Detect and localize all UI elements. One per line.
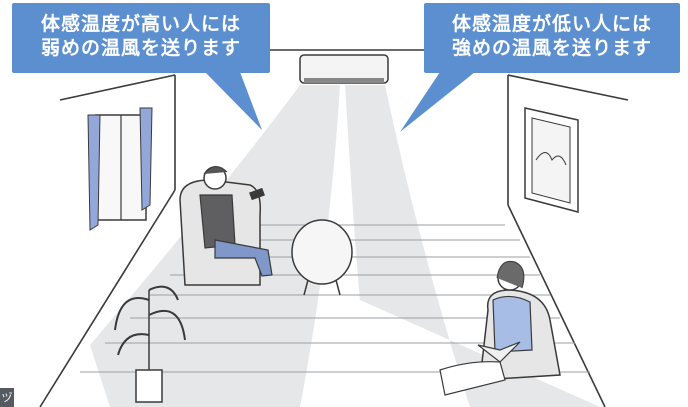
corner-label: ヅ: [0, 388, 14, 407]
air-conditioner-icon: [299, 54, 389, 84]
book-icon: [477, 341, 521, 363]
callout-tails: [205, 72, 475, 132]
callout-low-temp-line1: 体感温度が低い人には: [451, 13, 652, 35]
window-icon: [87, 107, 153, 231]
woman-figure: [439, 260, 533, 396]
callout-high-temp-line2: 弱めの温風を送ります: [40, 37, 241, 59]
man-figure: [199, 166, 273, 277]
callout-low-temp-line2: 強めの温風を送ります: [451, 37, 652, 59]
callout-high-temp: 体感温度が高い人には 弱めの温風を送ります: [12, 3, 270, 73]
room-walls: [39, 49, 629, 407]
round-mirror-icon: [291, 219, 353, 296]
callout-high-temp-line1: 体感温度が高い人には: [40, 13, 241, 35]
picture-frame-icon: [524, 107, 579, 213]
plant-icon: [114, 285, 186, 403]
remote-control-icon: [249, 187, 265, 201]
callout-low-temp: 体感温度が低い人には 強めの温風を送ります: [424, 3, 680, 73]
